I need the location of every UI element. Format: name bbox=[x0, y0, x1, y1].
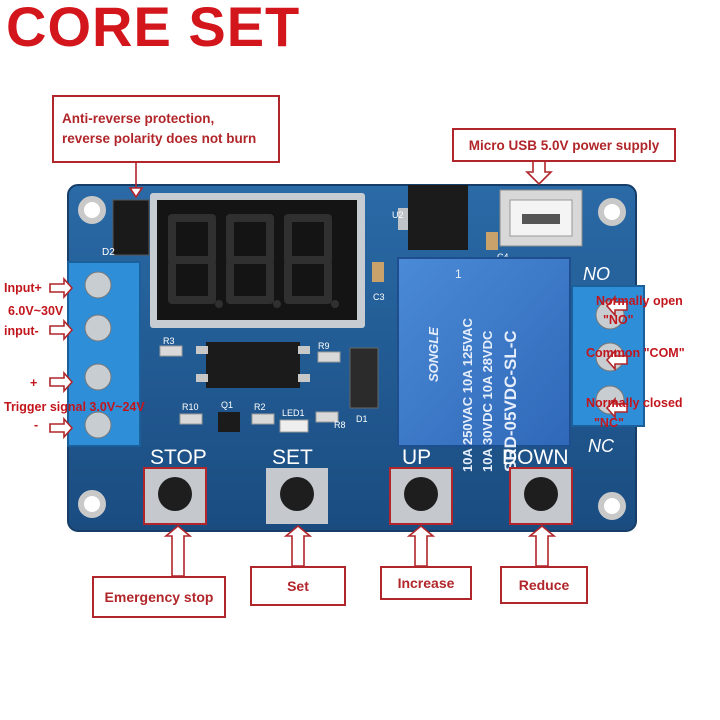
callout-arrows bbox=[49, 159, 628, 577]
arrow-nc bbox=[605, 396, 628, 420]
arrow-input-plus bbox=[49, 276, 74, 300]
arrow-input-minus bbox=[49, 318, 74, 342]
relay-module: SONGLE 10A 250VAC 10A 125VAC 10A 30VDC 1… bbox=[397, 257, 571, 472]
capacitor-c4 bbox=[486, 232, 498, 250]
arrow-usb bbox=[525, 159, 553, 186]
arrow-plus bbox=[49, 370, 74, 394]
resistor-r3 bbox=[159, 345, 183, 357]
label-c3: C3 bbox=[373, 292, 385, 302]
label-d1: D1 bbox=[356, 414, 368, 424]
relay-line-3: SRD-05VDC-SL-C bbox=[501, 330, 520, 472]
callout-reduce-text: Reduce bbox=[518, 577, 570, 593]
pcb-label-up: UP bbox=[402, 446, 431, 469]
note-nc-short: "NC" bbox=[594, 416, 624, 430]
callout-increase-text: Increase bbox=[397, 575, 455, 591]
label-d2: D2 bbox=[102, 247, 115, 258]
callout-stop: Emergency stop bbox=[92, 576, 226, 618]
note-plus: + bbox=[30, 376, 38, 390]
brand-logo: CORE SET bbox=[6, 0, 301, 58]
resistor-r10 bbox=[179, 413, 203, 425]
arrow-d2 bbox=[128, 187, 144, 199]
transistor-q1 bbox=[218, 412, 240, 432]
relay-line-1: 10A 250VAC 10A 125VAC bbox=[460, 317, 475, 472]
note-input-minus: input- bbox=[4, 324, 39, 338]
relay-line-2: 10A 30VDC 10A 28VDC bbox=[480, 330, 495, 472]
callout-stop-text: Emergency stop bbox=[104, 589, 214, 605]
pcb-label-stop: STOP bbox=[150, 446, 207, 469]
callout-set-text: Set bbox=[287, 578, 309, 594]
button-stop[interactable] bbox=[143, 467, 207, 525]
arrow-no bbox=[605, 294, 628, 318]
callout-anti-reverse: Anti-reverse protection, reverse polarit… bbox=[52, 95, 280, 163]
label-r10: R10 bbox=[182, 402, 199, 412]
label-led1: LED1 bbox=[282, 408, 305, 418]
note-normally-closed: Normally closed bbox=[586, 396, 683, 410]
optocoupler-chip bbox=[196, 342, 310, 388]
note-input-plus: Input+ bbox=[4, 281, 42, 295]
callout-anti-reverse-line-1: Anti-reverse protection, bbox=[62, 111, 215, 126]
mount-hole-br bbox=[598, 492, 626, 520]
arrow-com bbox=[605, 348, 628, 372]
mount-hole-tl bbox=[78, 196, 106, 224]
label-r3: R3 bbox=[163, 336, 175, 346]
note-minus: - bbox=[34, 418, 39, 432]
label-r9: R9 bbox=[318, 341, 330, 351]
button-down[interactable] bbox=[509, 467, 573, 525]
arrow-stop bbox=[163, 524, 193, 577]
mounting-holes bbox=[78, 196, 626, 520]
callout-anti-reverse-line-2: reverse polarity does not burn bbox=[62, 131, 257, 146]
resistor-r8 bbox=[315, 411, 339, 423]
capacitor-c3 bbox=[372, 262, 384, 282]
arrow-set bbox=[283, 524, 313, 567]
input-terminal bbox=[67, 261, 141, 447]
pcb-label-set: SET bbox=[272, 446, 313, 469]
label-r2: R2 bbox=[254, 402, 266, 412]
callout-increase: Increase bbox=[380, 566, 472, 600]
relay-brand: SONGLE bbox=[426, 327, 441, 382]
callout-set: Set bbox=[250, 566, 346, 606]
micro-usb-port bbox=[499, 189, 583, 247]
terminal-no-label: NO bbox=[583, 264, 610, 284]
note-normally-open: Normally open bbox=[596, 294, 683, 308]
label-r8: R8 bbox=[334, 420, 346, 430]
note-no-short: "NO" bbox=[603, 313, 634, 327]
terminal-nc-label: NC bbox=[588, 436, 615, 456]
button-up[interactable] bbox=[389, 467, 453, 525]
arrow-up bbox=[406, 524, 436, 567]
resistor-r9 bbox=[317, 351, 341, 363]
callout-usb-text: Micro USB 5.0V power supply bbox=[468, 137, 660, 153]
regulator-u2 bbox=[398, 185, 468, 250]
button-set[interactable] bbox=[266, 468, 328, 524]
arrow-minus bbox=[49, 416, 74, 440]
led1 bbox=[279, 419, 309, 433]
relay-number: 1 bbox=[455, 267, 462, 281]
seven-segment-display bbox=[150, 193, 365, 328]
diode-d2 bbox=[112, 199, 150, 256]
diode-d1 bbox=[349, 347, 379, 409]
note-voltage: 6.0V~30V bbox=[8, 304, 64, 318]
mount-hole-bl bbox=[78, 490, 106, 518]
tactile-buttons bbox=[143, 467, 573, 525]
resistor-r2 bbox=[251, 413, 275, 425]
callout-reduce: Reduce bbox=[500, 566, 588, 604]
label-u2: U2 bbox=[392, 210, 404, 220]
label-q1: Q1 bbox=[221, 400, 233, 410]
note-common: Common "COM" bbox=[586, 346, 685, 360]
note-trigger: Trigger signal 3.0V~24V bbox=[4, 400, 145, 414]
mount-hole-tr bbox=[598, 198, 626, 226]
pcb-label-down: DOWN bbox=[502, 446, 569, 469]
callout-usb: Micro USB 5.0V power supply bbox=[452, 128, 676, 162]
arrow-down bbox=[527, 524, 557, 567]
